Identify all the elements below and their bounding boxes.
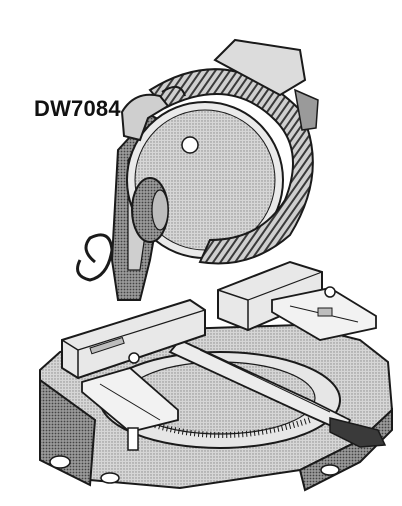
stop-block-right — [271, 286, 377, 341]
power-cord — [76, 233, 114, 282]
motor-housing — [131, 177, 169, 243]
fence-left — [61, 298, 206, 380]
model-label: DW7084 — [34, 96, 121, 121]
saw-handle — [120, 85, 186, 142]
blade-guard — [148, 38, 319, 265]
stop-block-left — [81, 352, 179, 451]
miter-arm — [168, 338, 387, 448]
fence-right — [217, 260, 323, 332]
